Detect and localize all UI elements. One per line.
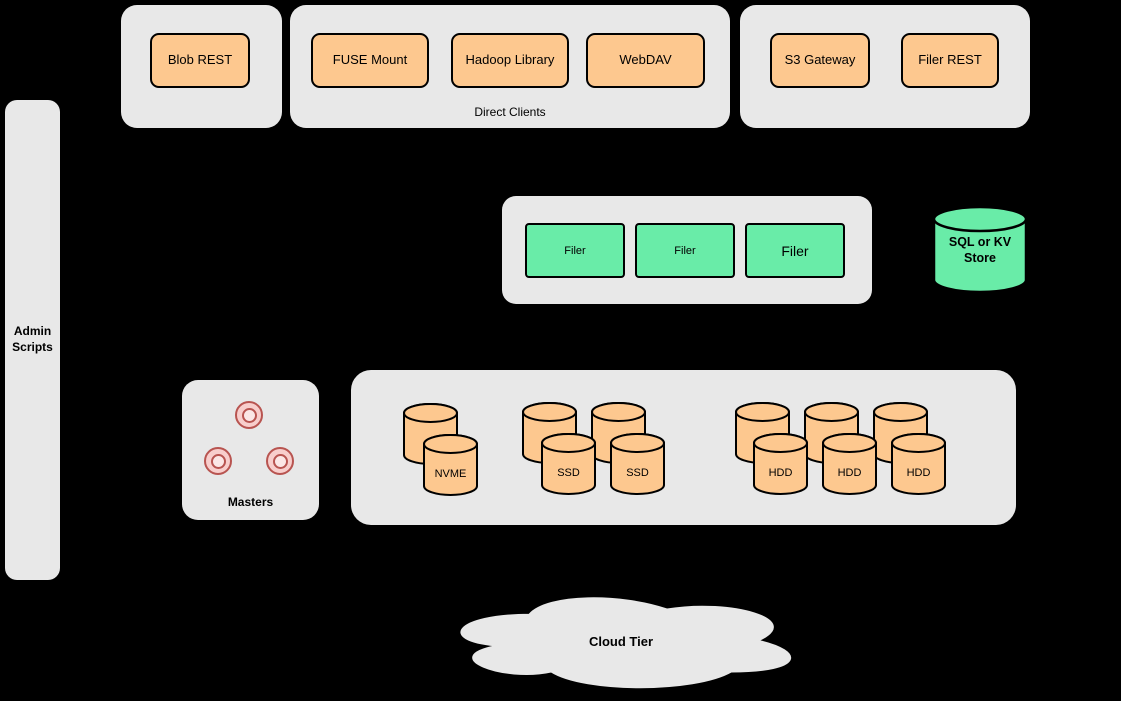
s3-gateway-node: S3 Gateway xyxy=(770,33,870,88)
ssd-cylinder: SSD xyxy=(540,433,597,500)
direct-clients-label: Direct Clients xyxy=(474,105,546,119)
nvme-cylinder: NVME xyxy=(422,434,479,501)
volume-servers-panel: NVME SSD S xyxy=(351,370,1016,525)
cloud-tier-shape: Cloud Tier xyxy=(437,588,805,693)
filer-node: Filer xyxy=(525,223,625,278)
cloud-tier-label: Cloud Tier xyxy=(588,634,654,650)
disk-cylinder-icon xyxy=(403,403,458,465)
disk-cylinder-icon: HDD xyxy=(753,433,808,495)
hdd-label: HDD xyxy=(907,467,931,479)
filer-cluster-panel: Filer Filer Filer xyxy=(502,196,872,304)
ssd-label: SSD xyxy=(626,467,649,479)
hdd-label: HDD xyxy=(769,467,793,479)
masters-label: Masters xyxy=(227,495,274,509)
disk-cylinder-icon: NVME xyxy=(423,434,478,496)
hdd-cylinder: HDD xyxy=(821,433,878,500)
master-node-circle xyxy=(266,447,294,475)
disk-cylinder-icon: SSD xyxy=(541,433,596,495)
blob-rest-node: Blob REST xyxy=(150,33,250,88)
filer-rest-node: Filer REST xyxy=(901,33,999,88)
webdav-node: WebDAV xyxy=(586,33,705,88)
master-node-inner-circle xyxy=(210,453,226,469)
master-node-inner-circle xyxy=(272,453,288,469)
gateway-group: S3 Gateway Filer REST xyxy=(740,5,1030,128)
database-cylinder-icon xyxy=(932,205,1028,294)
admin-scripts-panel: Admin Scripts xyxy=(5,100,60,580)
nvme-label: NVME xyxy=(435,468,467,480)
filer-node: Filer xyxy=(745,223,845,278)
disk-cylinder-icon: HDD xyxy=(891,433,946,495)
ssd-cylinder: SSD xyxy=(609,433,666,500)
masters-panel: Masters xyxy=(182,380,319,520)
disk-cylinder-icon: HDD xyxy=(822,433,877,495)
ssd-label: SSD xyxy=(557,467,580,479)
hdd-label: HDD xyxy=(838,467,862,479)
cloud-icon xyxy=(460,597,792,689)
master-node-circle xyxy=(204,447,232,475)
master-node-inner-circle xyxy=(241,407,257,423)
master-node-circle xyxy=(235,401,263,429)
hdd-cylinder: HDD xyxy=(752,433,809,500)
filer-node: Filer xyxy=(635,223,735,278)
fuse-mount-node: FUSE Mount xyxy=(311,33,429,88)
hdd-cylinder: HDD xyxy=(890,433,947,500)
sql-kv-store-cylinder: SQL or KV Store xyxy=(931,205,1029,295)
blob-rest-group: Blob REST xyxy=(121,5,282,128)
volume-cylinder xyxy=(402,403,459,470)
admin-scripts-label: Admin Scripts xyxy=(12,324,53,354)
hadoop-library-node: Hadoop Library xyxy=(451,33,569,88)
sql-kv-store-label: SQL or KV Store xyxy=(948,235,1012,265)
disk-cylinder-icon: SSD xyxy=(610,433,665,495)
direct-clients-group: FUSE Mount Hadoop Library WebDAV Direct … xyxy=(290,5,730,128)
